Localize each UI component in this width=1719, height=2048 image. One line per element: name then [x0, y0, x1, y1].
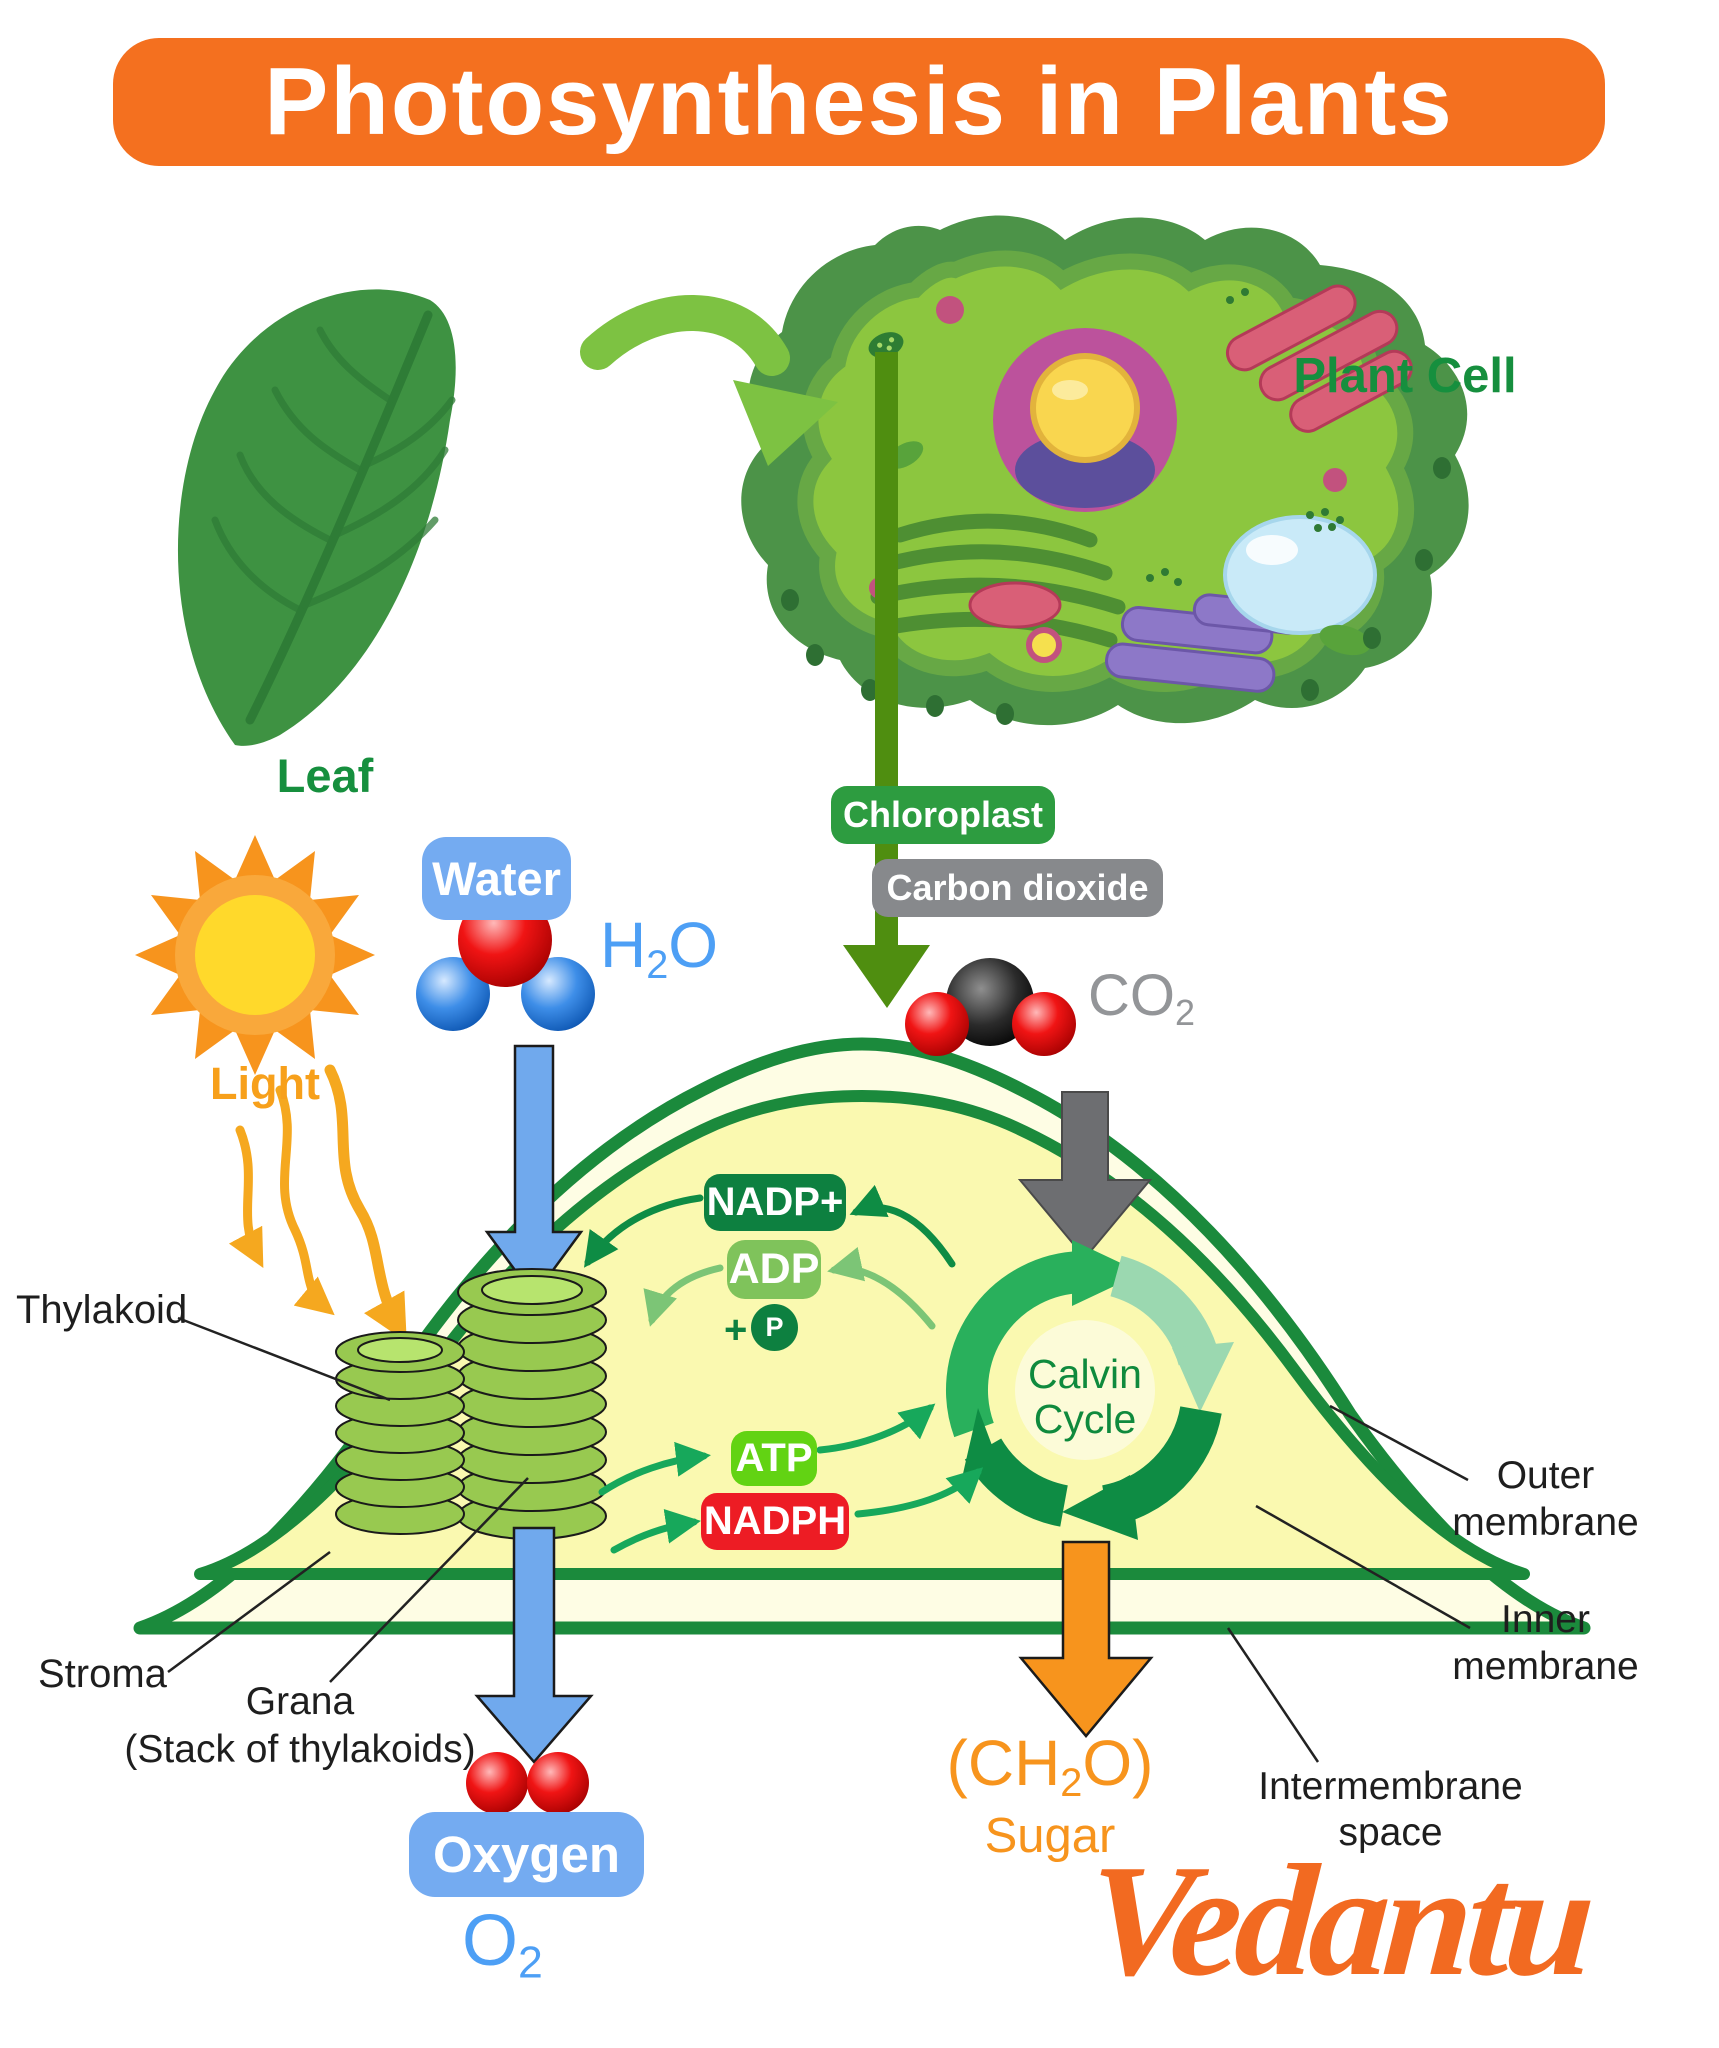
stroma-label: Stroma — [38, 1652, 167, 1696]
co2-formula: CO2 — [1088, 963, 1195, 1034]
oxygen-arrow — [474, 1526, 594, 1764]
chloroplast-badge: Chloroplast — [831, 786, 1055, 844]
sugar-arrow — [1018, 1540, 1154, 1738]
water-arrow-top — [484, 1044, 584, 1299]
pointer-lines — [167, 1316, 1471, 1763]
grana-label: Grana(Stack of thylakoids) — [124, 1680, 476, 1771]
light-rays-icon — [228, 1064, 407, 1343]
h2o-formula: H2O — [600, 909, 719, 988]
ch2o-formula: (CH2O) — [946, 1727, 1154, 1806]
nadph-badge: NADPH — [701, 1493, 849, 1550]
sugar-label: Sugar — [984, 1809, 1116, 1863]
sun-icon — [135, 835, 375, 1075]
leaf-label: Leaf — [276, 749, 374, 802]
o2-formula: O2 — [462, 1901, 543, 1988]
plant-cell-illustration — [741, 215, 1469, 726]
co2-molecule-icon — [905, 958, 1076, 1056]
carbon-dioxide-badge: Carbon dioxide — [872, 859, 1163, 917]
cycle-connector-arrows — [583, 1184, 984, 1554]
thylakoid-label: Thylakoid — [16, 1288, 188, 1332]
title-banner: Photosynthesis in Plants — [113, 38, 1605, 166]
leaf-to-cell-arrow — [580, 295, 838, 466]
calvin-cycle-arrows — [946, 1240, 1234, 1540]
vedantu-logo: Vedantu — [1081, 1831, 1595, 2009]
oxygen-molecule-icon — [466, 1752, 589, 1814]
grana-stack-right — [457, 1268, 607, 1540]
plant-cell-label: Plant Cell — [1293, 349, 1517, 403]
oxygen-badge: Oxygen — [409, 1812, 644, 1897]
water-badge: Water — [422, 837, 571, 920]
adp-badge: ADP — [727, 1240, 821, 1299]
leaf-illustration — [177, 289, 456, 746]
light-label: Light — [210, 1058, 320, 1109]
co2-arrow — [1017, 1091, 1153, 1260]
phosphate-badge: P — [751, 1304, 798, 1351]
nadp-badge: NADP+ — [704, 1174, 846, 1231]
plus-sign: + — [724, 1308, 748, 1352]
atp-badge: ATP — [731, 1431, 817, 1486]
grana-stack-left — [335, 1331, 465, 1535]
page-title: Photosynthesis in Plants — [264, 48, 1454, 155]
